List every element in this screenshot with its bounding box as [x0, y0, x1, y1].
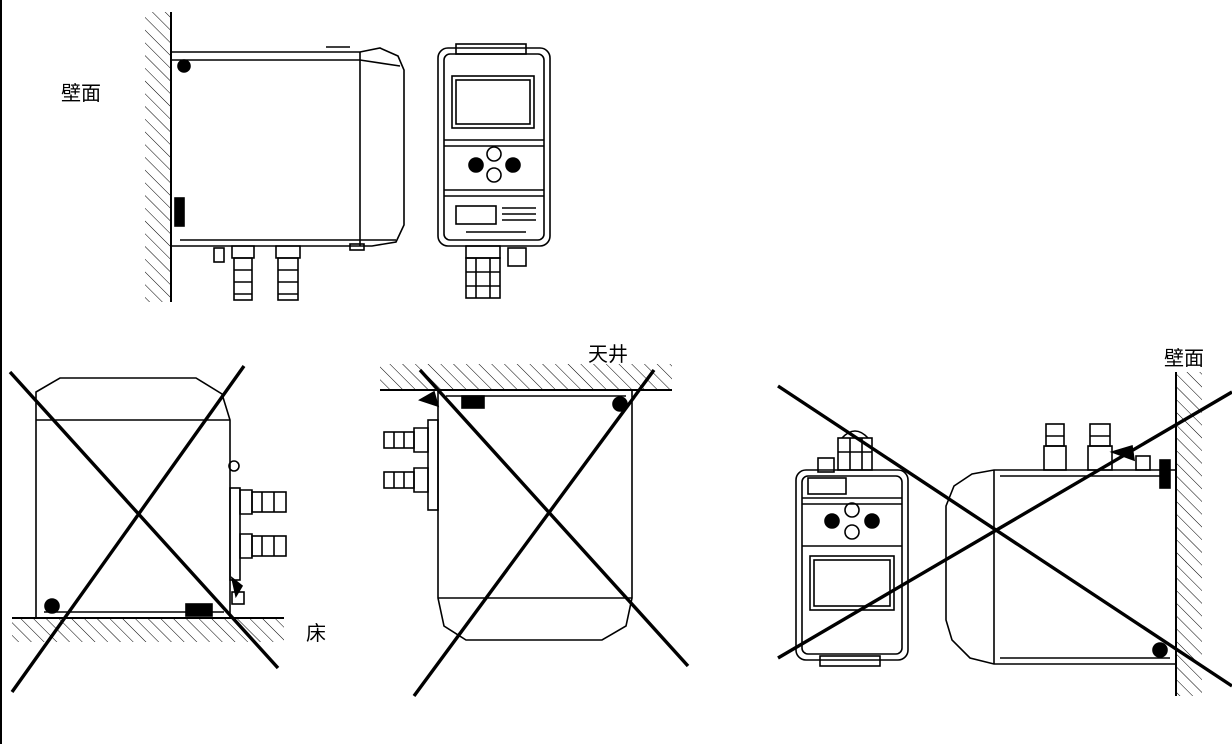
prohibited-x-mark-ceiling — [412, 368, 690, 698]
label-ceiling: 天井 — [588, 342, 628, 366]
ceiling-hatch — [380, 364, 672, 391]
device-front-view-top — [437, 43, 551, 299]
wall-hatch-top — [145, 12, 172, 302]
prohibited-x-mark-floor — [8, 365, 280, 693]
device-on-floor — [35, 377, 287, 619]
device-front-view-inverted — [795, 430, 909, 667]
device-side-view-right-wall — [945, 423, 1177, 665]
label-floor: 床 — [306, 621, 326, 645]
label-wall-top: 壁面 — [61, 81, 101, 105]
device-on-ceiling — [383, 389, 633, 641]
device-side-view-top — [170, 46, 405, 301]
prohibited-x-mark-wall — [777, 384, 1232, 688]
label-wall-right: 壁面 — [1164, 346, 1204, 370]
